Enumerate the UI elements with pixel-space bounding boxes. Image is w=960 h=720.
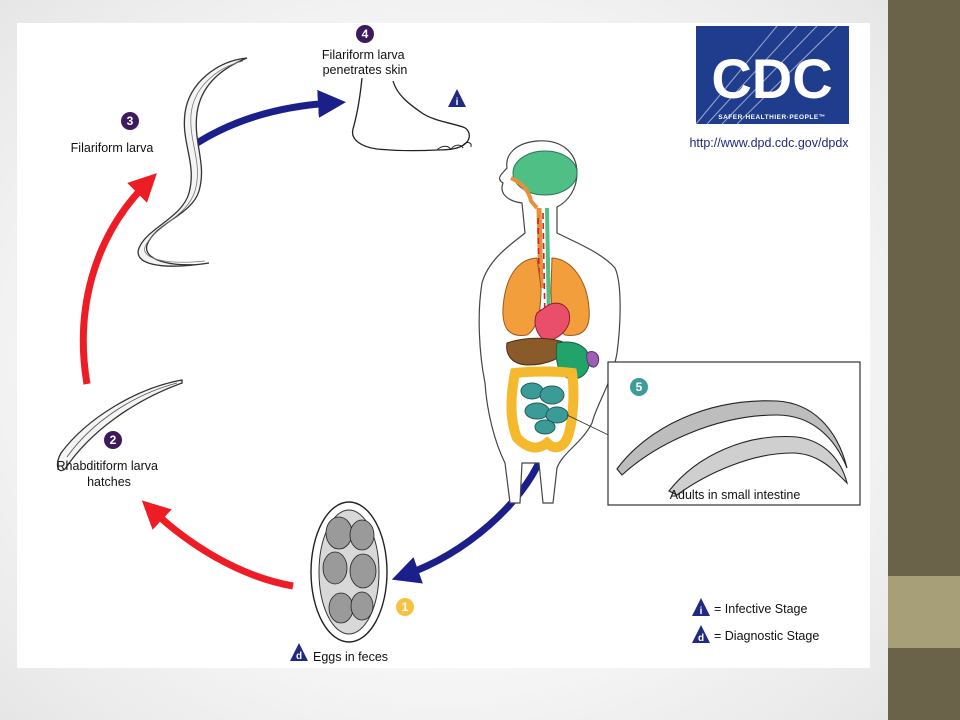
legend-diagnostic: d = Diagnostic Stage: [692, 625, 819, 644]
stage-1-number: 1: [402, 600, 409, 614]
slide-side-band-accent: [888, 576, 960, 648]
stage-1-badge: [396, 598, 414, 616]
arrow-intestine-to-feces: [391, 456, 545, 584]
arrow-filariform-to-skin: [195, 89, 346, 146]
stage-5-number: 5: [636, 380, 643, 394]
infective-marker: i: [448, 89, 466, 108]
legend: i = Infective Stage d = Diagnostic Stage: [692, 598, 819, 644]
stage-3-filariform-larva: 3 Filariform larva: [71, 57, 248, 267]
cdc-logo-rays: [695, 25, 838, 125]
cdc-url: http://www.dpd.cdc.gov/dpdx: [689, 136, 849, 150]
esophagus: [545, 207, 551, 324]
stage-2-number: 2: [110, 433, 117, 447]
stage-5-adults: 5 Adults in small intestine: [607, 361, 861, 506]
rhabditiform-larva-illustration: [56, 379, 183, 472]
large-intestine: [506, 366, 579, 453]
legend-infective: i = Infective Stage: [692, 598, 808, 617]
stage-4-label: Filariform larva penetrates skin: [322, 48, 408, 77]
stage-1-label: Eggs in feces: [313, 650, 388, 664]
human-body: [478, 140, 626, 504]
filariform-larva-illustration: [137, 57, 248, 267]
stage-5-badge: [630, 378, 648, 396]
lifecycle-diagram: CDC SAFER·HEALTHIER·PEOPLE™ http://www.d…: [56, 25, 861, 664]
svg-text:d: d: [296, 651, 302, 662]
svg-text:i: i: [456, 97, 459, 108]
svg-text:= Diagnostic Stage: = Diagnostic Stage: [714, 629, 819, 643]
stage-4-skin-penetration: 4 Filariform larva penetrates skin i: [322, 25, 472, 152]
stage-3-number: 3: [127, 114, 134, 128]
stage-2-badge: [104, 431, 122, 449]
lifecycle-figure: CDC SAFER·HEALTHIER·PEOPLE™ http://www.d…: [17, 23, 870, 668]
diagnostic-marker: d: [290, 643, 308, 662]
heart: [534, 302, 571, 342]
stage-1-egg: 1 d Eggs in feces: [290, 501, 414, 664]
stage-5-label: Adults in small intestine: [670, 488, 801, 502]
foot-illustration: [351, 77, 470, 152]
gallbladder: [586, 351, 600, 368]
stage-3-badge: [121, 112, 139, 130]
cdc-logo-text: CDC: [711, 47, 832, 110]
stage-3-label: Filariform larva: [71, 141, 154, 155]
stage-2-label: Rhabditiform larva hatches: [57, 459, 162, 489]
arrow-egg-to-rhabditiform: [141, 500, 294, 590]
cdc-logo-tagline: SAFER·HEALTHIER·PEOPLE™: [718, 114, 825, 121]
svg-text:i: i: [700, 606, 703, 617]
stage-2-rhabditiform-larva: 2 Rhabditiform larva hatches: [56, 379, 183, 489]
brain: [512, 150, 578, 196]
arrow-rhabditiform-to-filariform: [79, 173, 157, 385]
trachea: [536, 207, 544, 289]
adult-worm-upper: [616, 400, 848, 476]
svg-text:d: d: [698, 633, 704, 644]
nasal-passage: [510, 176, 539, 210]
adult-worm-lower: [668, 435, 849, 496]
egg-blastomeres: [322, 516, 377, 624]
svg-text:= Infective Stage: = Infective Stage: [714, 602, 808, 616]
stage-4-number: 4: [362, 27, 369, 41]
cycle-arrows: [79, 89, 545, 590]
cdc-logo: CDC SAFER·HEALTHIER·PEOPLE™ http://www.d…: [689, 25, 849, 150]
stage-4-badge: [356, 25, 374, 43]
adults-box: [607, 361, 861, 506]
